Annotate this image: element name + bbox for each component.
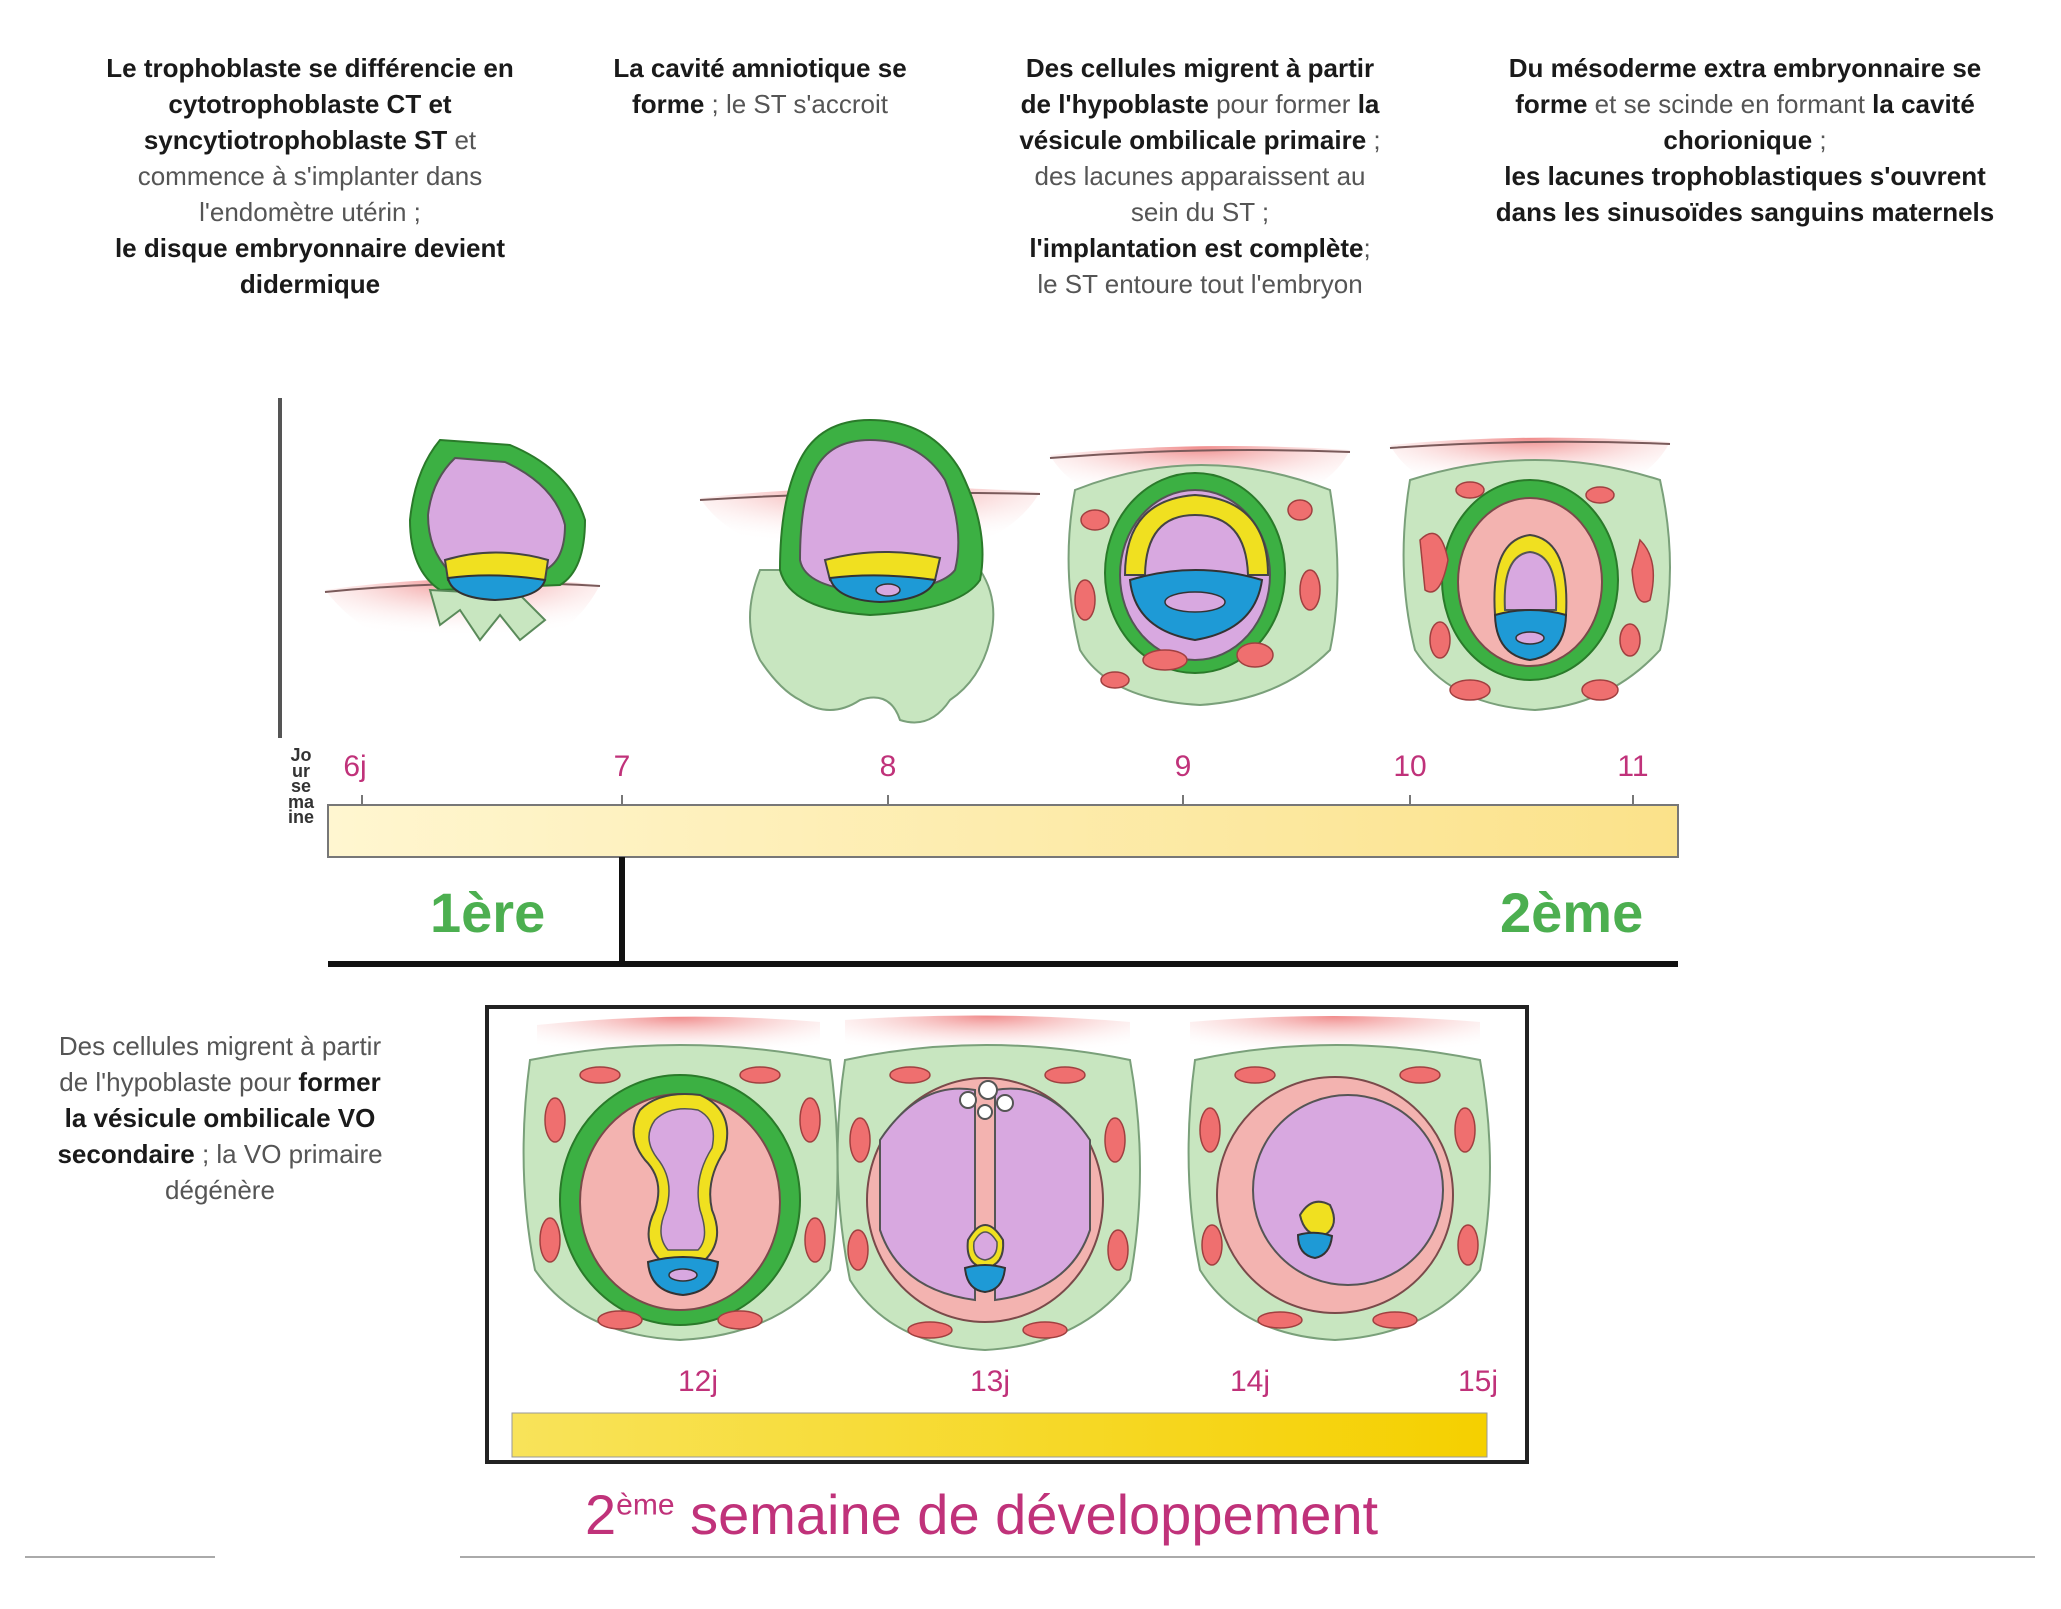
caption-line: La cavité amniotique se [613,53,907,83]
caption-bold: chorionique [1663,125,1813,155]
caption-normal: ; la VO primaire [194,1139,383,1169]
caption-day10-11: Du mésoderme extra embryonnaire se forme… [1445,50,2045,230]
caption-normal: pour former [1208,89,1358,119]
embryo-day10 [1389,437,1671,712]
embryo-day14 [1187,1016,1491,1342]
caption-normal: ; [1363,233,1371,263]
axis-label-jour-semaine: Jour semaine [288,745,315,827]
caption-day7-8: La cavité amniotique se forme ; le ST s'… [575,50,945,122]
day-label-11: 11 [1617,750,1649,783]
caption-line: le ST entoure tout l'embryon [1037,269,1363,299]
caption-line: sein du ST ; [1130,197,1270,227]
caption-bold: la [1357,89,1380,119]
day-label-9: 9 [1174,750,1192,783]
caption-bold: former [298,1067,381,1097]
embryo-day13 [836,1015,1141,1352]
day-label-7: 7 [613,750,631,783]
caption-line: le disque embryonnaire devient [114,233,506,263]
day-label-6j: 6j [343,750,367,783]
caption-line: Du mésoderme extra embryonnaire se [1508,53,1982,83]
caption-line: les lacunes trophoblastiques s'ouvrent [1504,161,1986,191]
week-label-first: 1ère [430,881,546,944]
caption-normal: ; le ST s'accroit [704,89,888,119]
caption-normal: ; [1366,125,1381,155]
embryo-day6 [324,438,601,652]
day-label-10: 10 [1393,750,1427,783]
footer-title-sup: ème [616,1488,675,1522]
caption-line: Le trophoblaste se différencie en [106,53,514,83]
week-label-second: 2ème [1500,881,1644,944]
caption-line: des lacunes apparaissent au [1034,161,1366,191]
embryo-day8 [699,418,1041,724]
bottom-panel [485,1005,1529,1464]
caption-bold: secondaire [57,1139,195,1169]
caption-line: l'endomètre utérin ; [199,197,421,227]
caption-line: Des cellules migrent à partir [58,1031,382,1061]
caption-bold: cytotrophoblaste CT [168,89,422,119]
caption-line: la vésicule ombilicale VO [64,1103,376,1133]
caption-line: Des cellules migrent à partir [1025,53,1375,83]
day-label-8: 8 [879,750,897,783]
caption-bold: et [421,89,452,119]
timeline-top [327,795,1679,967]
embryo-day9 [1049,446,1351,707]
caption-bold: syncytiotrophoblaste ST [143,125,448,155]
day-label-13j: 13j [969,1365,1011,1398]
caption-bold: la cavité [1872,89,1975,119]
caption-line: dans les sinusoïdes sanguins maternels [1495,197,1995,227]
footer-title-num: 2 [585,1483,617,1546]
caption-day12: Des cellules migrent à partir de l'hypob… [20,1028,420,1208]
caption-normal: et se scinde en formant [1587,89,1873,119]
caption-line: dégénère [165,1175,275,1205]
caption-line: commence à s'implanter dans [137,161,483,191]
caption-normal: de l'hypoblaste pour [59,1067,299,1097]
caption-bold: de l'hypoblaste [1020,89,1209,119]
caption-bold: l'implantation est complète [1029,233,1364,263]
day-label-14j: 14j [1229,1365,1271,1398]
caption-bold: vésicule ombilicale primaire [1019,125,1367,155]
caption-day6: Le trophoblaste se différencie en cytotr… [55,50,565,302]
caption-bold: forme [632,89,705,119]
caption-day9: Des cellules migrent à partir de l'hypob… [970,50,1430,302]
footer-title: 2ème semaine de développement [585,1482,1378,1547]
caption-normal: ; [1812,125,1827,155]
timeline-bar-top [327,804,1679,858]
caption-normal: et [447,125,477,155]
caption-bold: forme [1515,89,1588,119]
embryo-day12 [522,1016,839,1342]
timeline-ticks [361,795,1634,805]
timeline-bar-bottom [511,1412,1488,1458]
day-label-12j: 12j [677,1365,719,1398]
footer-title-rest: semaine de développement [674,1483,1379,1546]
day-label-15j: 15j [1457,1365,1499,1398]
caption-line: didermique [239,269,381,299]
